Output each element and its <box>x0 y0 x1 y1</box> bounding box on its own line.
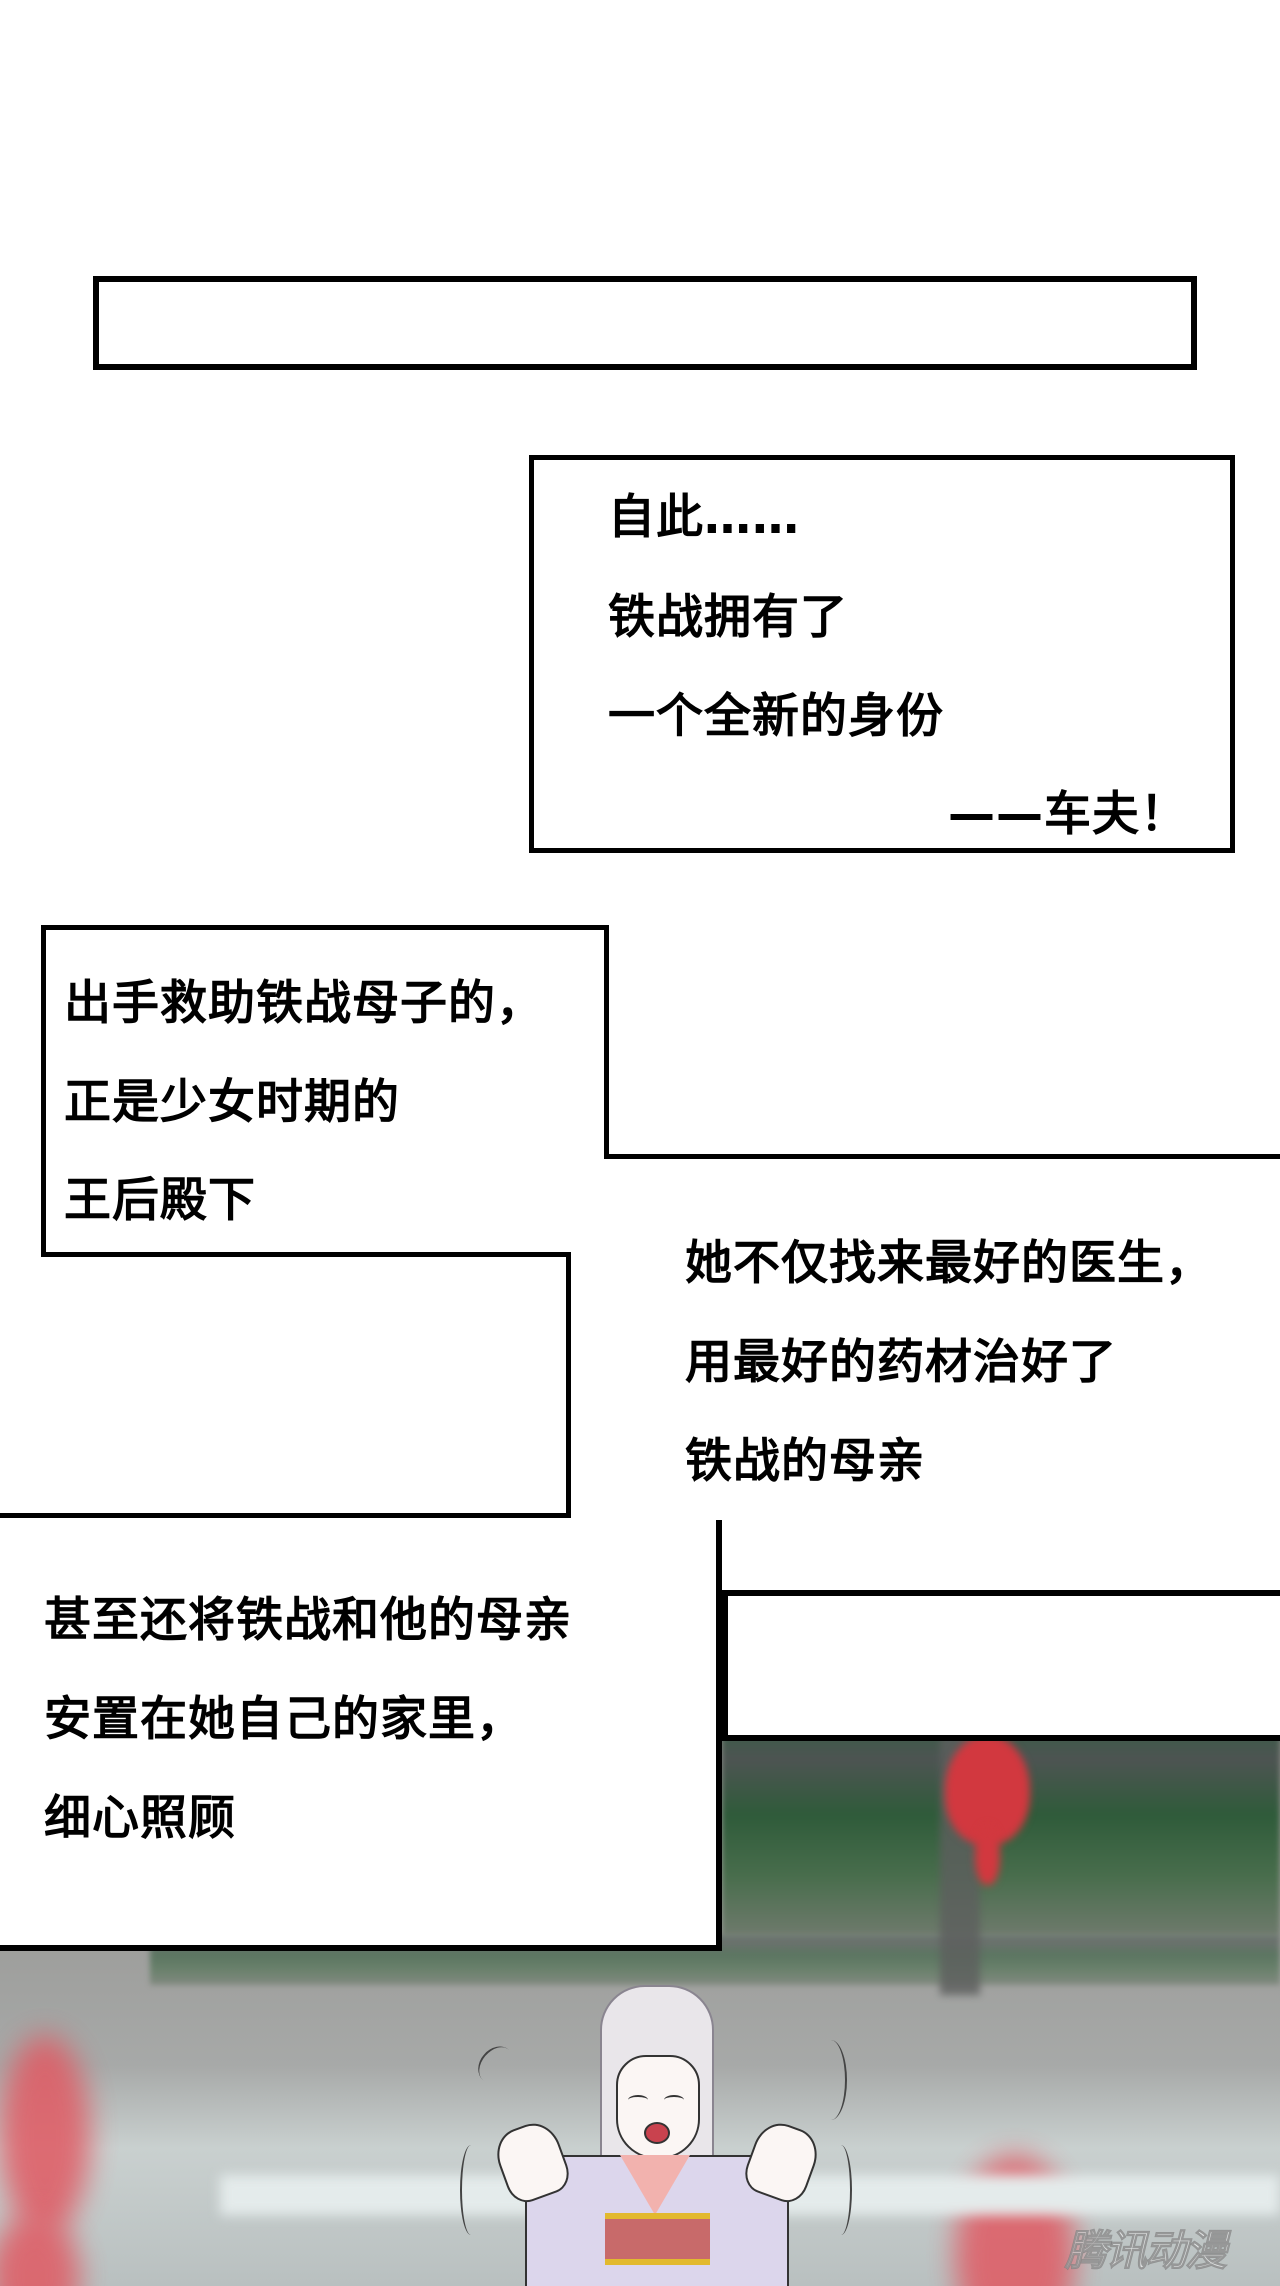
caption-line: 王后殿下 <box>64 1173 256 1228</box>
caption-line: ——车夫！ <box>948 787 1188 842</box>
red-lantern <box>0 2035 90 2235</box>
mouth <box>644 2122 670 2144</box>
caption-line: 铁战拥有了 <box>608 590 848 645</box>
girl-character <box>420 1985 880 2286</box>
face <box>616 2055 700 2159</box>
caption-line: 用最好的药材治好了 <box>685 1335 1117 1390</box>
caption-line: 一个全新的身份 <box>608 689 944 744</box>
empty-caption-box <box>93 276 1197 370</box>
caption-line: 她不仅找来最好的医生， <box>685 1236 1213 1291</box>
caption-line: 安置在她自己的家里， <box>44 1692 524 1747</box>
caption-line: 自此…… <box>608 490 800 545</box>
empty-frame-top-right <box>722 1590 1280 1741</box>
caption-line: 铁战的母亲 <box>685 1434 925 1489</box>
caption-box-identity: 自此…… 铁战拥有了 一个全新的身份 ——车夫！ <box>529 455 1235 853</box>
watermark: 腾讯动漫 <box>1064 2226 1227 2276</box>
sash <box>605 2213 710 2265</box>
caption-line: 出手救助铁战母子的， <box>64 976 544 1031</box>
caption-line: 细心照顾 <box>44 1791 236 1846</box>
caption-line: 甚至还将铁战和他的母亲 <box>44 1593 572 1648</box>
caption-box-care: 甚至还将铁战和他的母亲 安置在她自己的家里， 细心照顾 <box>0 1520 722 1951</box>
caption-line: 正是少女时期的 <box>64 1075 400 1130</box>
